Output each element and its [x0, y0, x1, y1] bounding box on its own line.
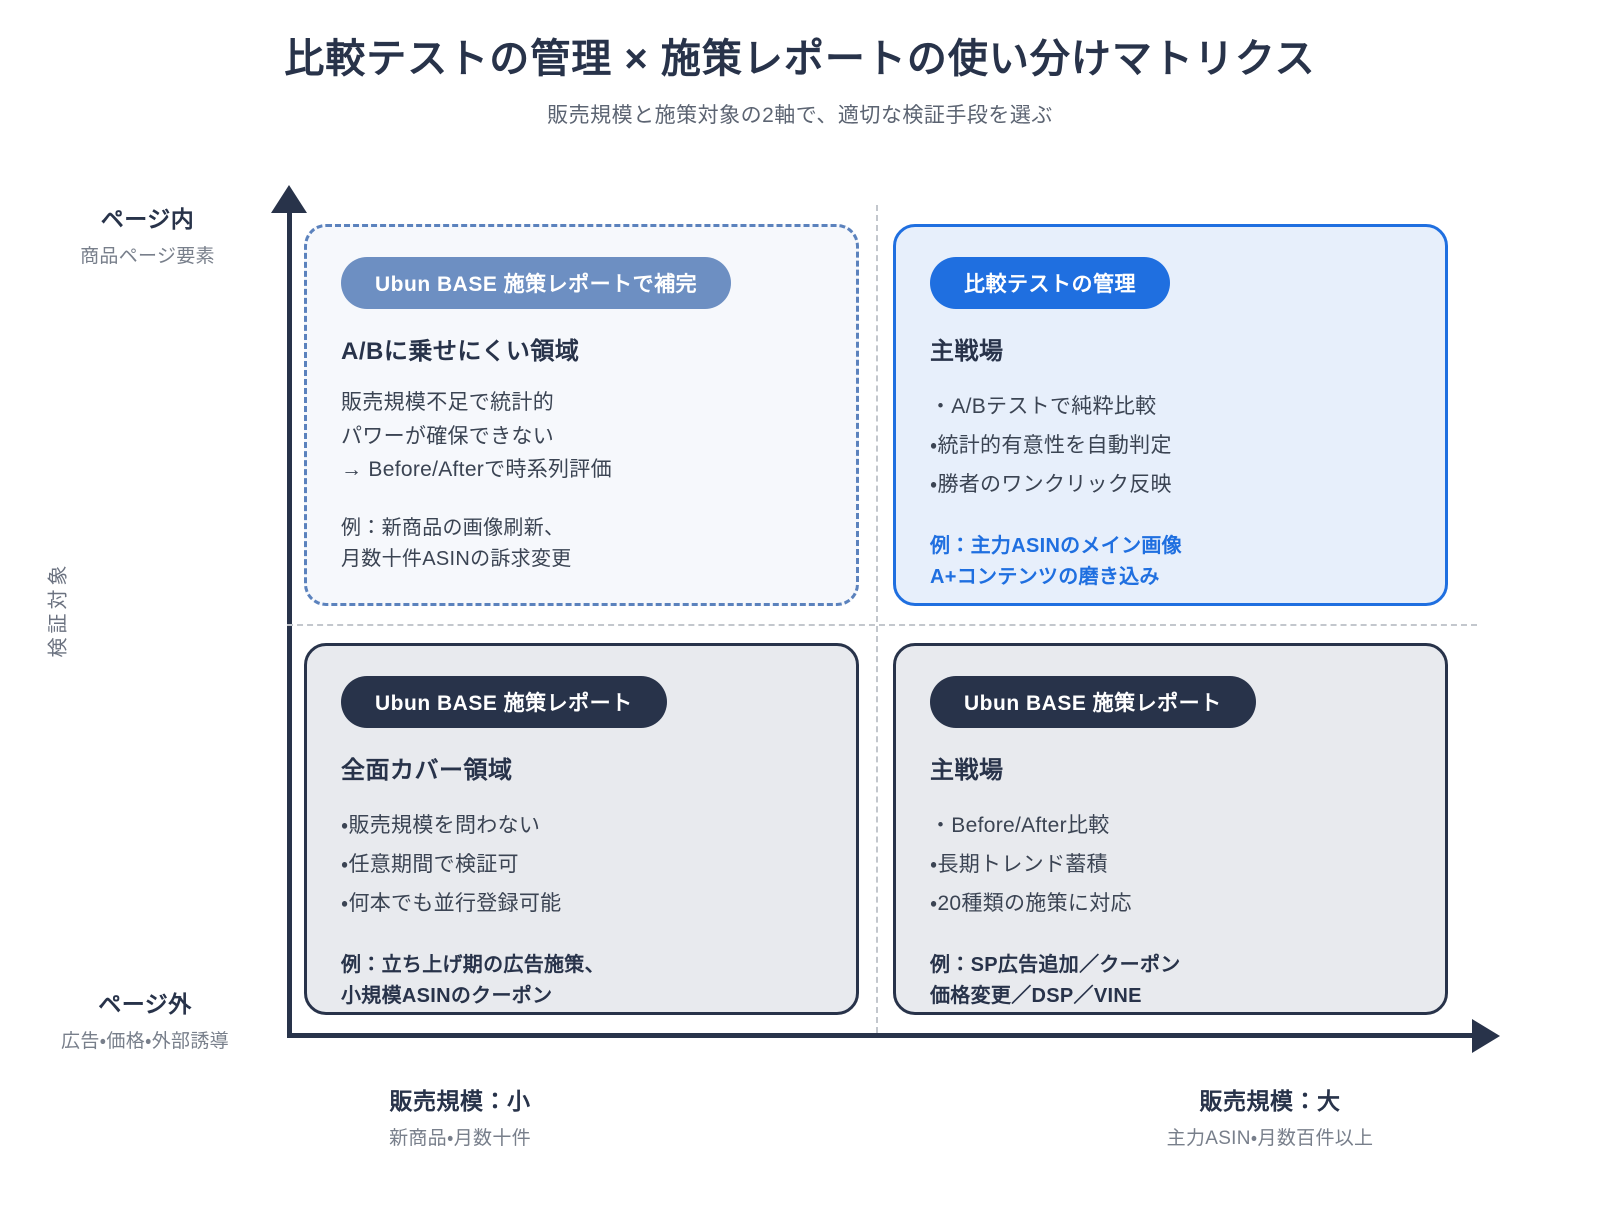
- quadrant-top-left[interactable]: Ubun BASE 施策レポートで補完 A/Bに乗せにくい領域 販売規模不足で統…: [304, 224, 859, 606]
- x-axis-left-label: 販売規模：小 新商品・月数十件: [250, 1082, 670, 1150]
- x-axis-arrow-icon: [1472, 1019, 1500, 1053]
- x-axis-right-label: 販売規模：大 主力ASIN・月数百件以上: [1060, 1082, 1480, 1150]
- quadrant-bottom-left-badge: Ubun BASE 施策レポート: [341, 676, 667, 728]
- x-axis-line: [287, 1033, 1477, 1038]
- y-axis-top-label: ページ内 商品ページ要素: [30, 200, 265, 268]
- quadrant-top-right-heading: 主戦場: [930, 338, 1004, 365]
- example-line: 例：SP広告追加／クーポン: [930, 953, 1181, 976]
- quadrant-bottom-right-badge: Ubun BASE 施策レポート: [930, 676, 1256, 728]
- quadrant-top-left-heading: A/Bに乗せにくい領域: [341, 338, 580, 365]
- vertical-divider: [876, 205, 878, 1033]
- header: 比較テストの管理 × 施策レポートの使い分けマトリクス 販売規模と施策対象の2軸…: [0, 0, 1600, 129]
- x-axis-left-label-main: 販売規模：小: [389, 1088, 531, 1114]
- body-line: 販売規模不足で統計的: [341, 391, 554, 414]
- list-item: ・20種類の施策に対応: [930, 891, 1132, 915]
- example-line: 小規模ASINのクーポン: [341, 984, 553, 1007]
- quadrant-top-right-bullets: ・A/Bテストで純粋比較 ・統計的有意性を自動判定 ・勝者のワンクリック反映: [930, 388, 1411, 505]
- list-item: ・長期トレンド蓄積: [930, 852, 1108, 876]
- quadrant-bottom-left-heading: 全面カバー領域: [341, 757, 513, 784]
- y-axis-bottom-label-main: ページ外: [98, 991, 192, 1017]
- list-item: ・統計的有意性を自動判定: [930, 433, 1172, 457]
- quadrant-top-left-example: 例：新商品の画像刷新、 月数十件ASINの訴求変更: [341, 513, 822, 575]
- page-title: 比較テストの管理 × 施策レポートの使い分けマトリクス: [284, 37, 1316, 81]
- quadrant-bottom-right-example: 例：SP広告追加／クーポン 価格変更／DSP／VINE: [930, 950, 1411, 1012]
- list-item: ・勝者のワンクリック反映: [930, 472, 1172, 496]
- x-axis-right-label-sub: 主力ASIN・月数百件以上: [1166, 1128, 1374, 1149]
- y-axis-line: [287, 205, 292, 1038]
- quadrant-bottom-right-heading: 主戦場: [930, 757, 1004, 784]
- quadrant-top-right-badge: 比較テストの管理: [930, 257, 1170, 309]
- y-axis-arrow-icon: [271, 185, 307, 213]
- list-item: ・A/Bテストで純粋比較: [930, 395, 1157, 418]
- example-line: 例：新商品の画像刷新、: [341, 516, 565, 539]
- page-subtitle: 販売規模と施策対象の2軸で、適切な検証手段を選ぶ: [547, 104, 1053, 127]
- example-line: 月数十件ASINの訴求変更: [341, 547, 572, 570]
- body-line: → Before/Afterで時系列評価: [341, 458, 612, 482]
- list-item: ・販売規模を問わない: [341, 814, 541, 837]
- x-axis-left-label-sub: 新商品・月数十件: [389, 1128, 531, 1149]
- x-axis-right-label-main: 販売規模：大: [1199, 1088, 1341, 1114]
- list-item: ・何本でも並行登録可能: [341, 891, 562, 915]
- example-line: A+コンテンツの磨き込み: [930, 565, 1160, 588]
- quadrant-top-right-example: 例：主力ASINのメイン画像 A+コンテンツの磨き込み: [930, 531, 1411, 593]
- list-item: ・Before/After比較: [930, 814, 1110, 837]
- quadrant-bottom-left[interactable]: Ubun BASE 施策レポート 全面カバー領域 ・販売規模を問わない ・任意期…: [304, 643, 859, 1015]
- example-line: 例：立ち上げ期の広告施策、: [341, 953, 605, 976]
- quadrant-top-left-badge: Ubun BASE 施策レポートで補完: [341, 257, 732, 309]
- y-axis-top-label-sub: 商品ページ要素: [80, 246, 215, 267]
- horizontal-divider: [287, 624, 1477, 626]
- y-axis-bottom-label: ページ外 広告・価格・外部誘導: [20, 985, 270, 1053]
- quadrant-bottom-right[interactable]: Ubun BASE 施策レポート 主戦場 ・Before/After比較 ・長期…: [893, 643, 1448, 1015]
- quadrant-bottom-right-bullets: ・Before/After比較 ・長期トレンド蓄積 ・20種類の施策に対応: [930, 807, 1411, 924]
- quadrant-bottom-left-example: 例：立ち上げ期の広告施策、 小規模ASINのクーポン: [341, 950, 822, 1012]
- quadrant-top-right[interactable]: 比較テストの管理 主戦場 ・A/Bテストで純粋比較 ・統計的有意性を自動判定 ・…: [893, 224, 1448, 606]
- y-axis-name: 検証対象: [47, 561, 70, 658]
- quadrant-top-left-body: 販売規模不足で統計的 パワーが確保できない → Before/Afterで時系列…: [341, 386, 822, 487]
- quadrant-bottom-left-bullets: ・販売規模を問わない ・任意期間で検証可 ・何本でも並行登録可能: [341, 807, 822, 924]
- list-item: ・任意期間で検証可: [341, 852, 519, 876]
- example-line: 例：主力ASINのメイン画像: [930, 534, 1182, 557]
- y-axis-top-label-main: ページ内: [100, 206, 195, 232]
- y-axis-bottom-label-sub: 広告・価格・外部誘導: [61, 1031, 229, 1052]
- body-line: パワーが確保できない: [341, 424, 554, 448]
- example-line: 価格変更／DSP／VINE: [930, 984, 1142, 1007]
